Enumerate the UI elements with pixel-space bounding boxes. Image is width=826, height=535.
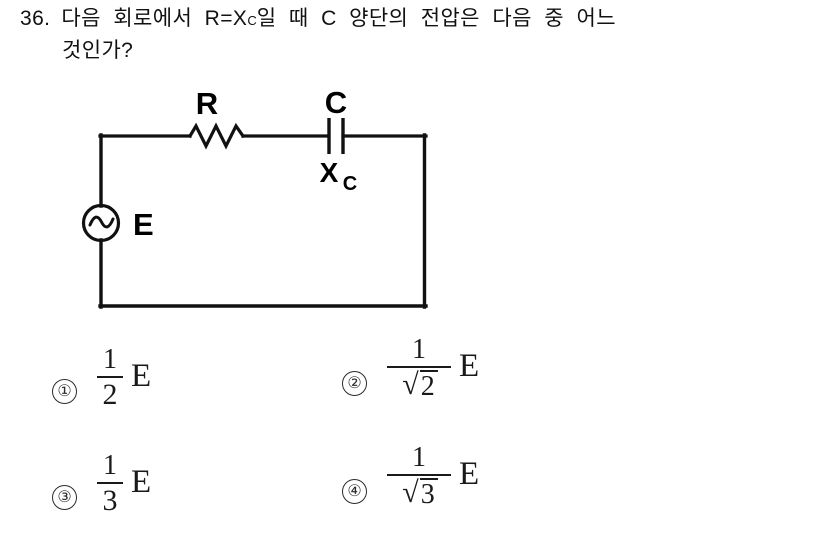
resistor-symbol bbox=[187, 122, 246, 150]
option-2-expression: 1 √ 2 E bbox=[387, 336, 479, 402]
option-4-denominator-group: √ 3 bbox=[396, 476, 441, 510]
option-4-fraction-bar bbox=[387, 474, 451, 477]
question-line-2: 것인가? bbox=[62, 39, 134, 62]
label-reactance: X bbox=[320, 157, 339, 188]
label-capacitor: C bbox=[325, 85, 347, 120]
answer-option-4[interactable]: ④ 1 √ 3 E bbox=[342, 444, 479, 510]
option-1-numerator: 1 bbox=[103, 344, 117, 375]
ac-source-sine-icon bbox=[88, 215, 115, 229]
option-2-radical-sign: √ bbox=[402, 368, 419, 402]
option-2-fraction-bar bbox=[387, 366, 451, 369]
option-2-suffix: E bbox=[459, 348, 480, 385]
option-3-numerator: 1 bbox=[103, 450, 117, 481]
option-4-suffix: E bbox=[459, 456, 480, 493]
option-1-suffix: E bbox=[131, 357, 152, 394]
option-2-denominator: 2 bbox=[419, 370, 438, 402]
option-4-marker: ④ bbox=[342, 478, 367, 504]
option-4-denominator: 3 bbox=[419, 478, 438, 510]
option-4-radical: √ 3 bbox=[400, 476, 438, 510]
option-2-denominator-group: √ 2 bbox=[396, 368, 441, 402]
option-4-fraction: 1 √ 3 bbox=[387, 444, 451, 510]
option-1-denominator: 2 bbox=[102, 378, 118, 412]
question-text-part-1: 다음 회로에서 R=X bbox=[61, 7, 248, 30]
option-3-fraction-bar bbox=[97, 482, 123, 485]
option-2-fraction: 1 √ 2 bbox=[387, 336, 451, 402]
label-source-voltage: E bbox=[133, 207, 154, 242]
option-2-numerator: 1 bbox=[412, 334, 426, 365]
option-3-suffix: E bbox=[131, 463, 152, 500]
answer-option-3[interactable]: ③ 1 3 E bbox=[52, 452, 151, 516]
question-text-part-2: 일 때 C 양단의 전압은 다음 중 어느 bbox=[256, 7, 616, 30]
label-resistor: R bbox=[196, 86, 218, 121]
ac-source-circle bbox=[81, 203, 121, 243]
question-subscript-c: C bbox=[247, 13, 257, 28]
option-2-radical: √ 2 bbox=[400, 368, 438, 402]
option-1-fraction: 1 2 bbox=[97, 346, 123, 410]
option-3-marker: ③ bbox=[52, 485, 77, 511]
question-number: 36. bbox=[20, 7, 51, 30]
answer-option-2[interactable]: ② 1 √ 2 E bbox=[342, 336, 479, 402]
option-4-radical-sign: √ bbox=[402, 476, 419, 510]
option-3-denominator: 3 bbox=[102, 484, 118, 518]
option-3-expression: 1 3 E bbox=[97, 452, 151, 516]
circuit-diagram: R C X C E bbox=[0, 80, 500, 320]
option-4-numerator: 1 bbox=[412, 442, 426, 473]
option-4-expression: 1 √ 3 E bbox=[387, 444, 479, 510]
option-1-expression: 1 2 E bbox=[97, 346, 151, 410]
answer-option-1[interactable]: ① 1 2 E bbox=[52, 346, 151, 410]
option-1-marker: ① bbox=[52, 379, 77, 405]
option-3-fraction: 1 3 bbox=[97, 452, 123, 516]
option-1-fraction-bar bbox=[97, 376, 123, 379]
label-reactance-subscript: C bbox=[343, 173, 357, 195]
option-2-marker: ② bbox=[342, 370, 367, 396]
